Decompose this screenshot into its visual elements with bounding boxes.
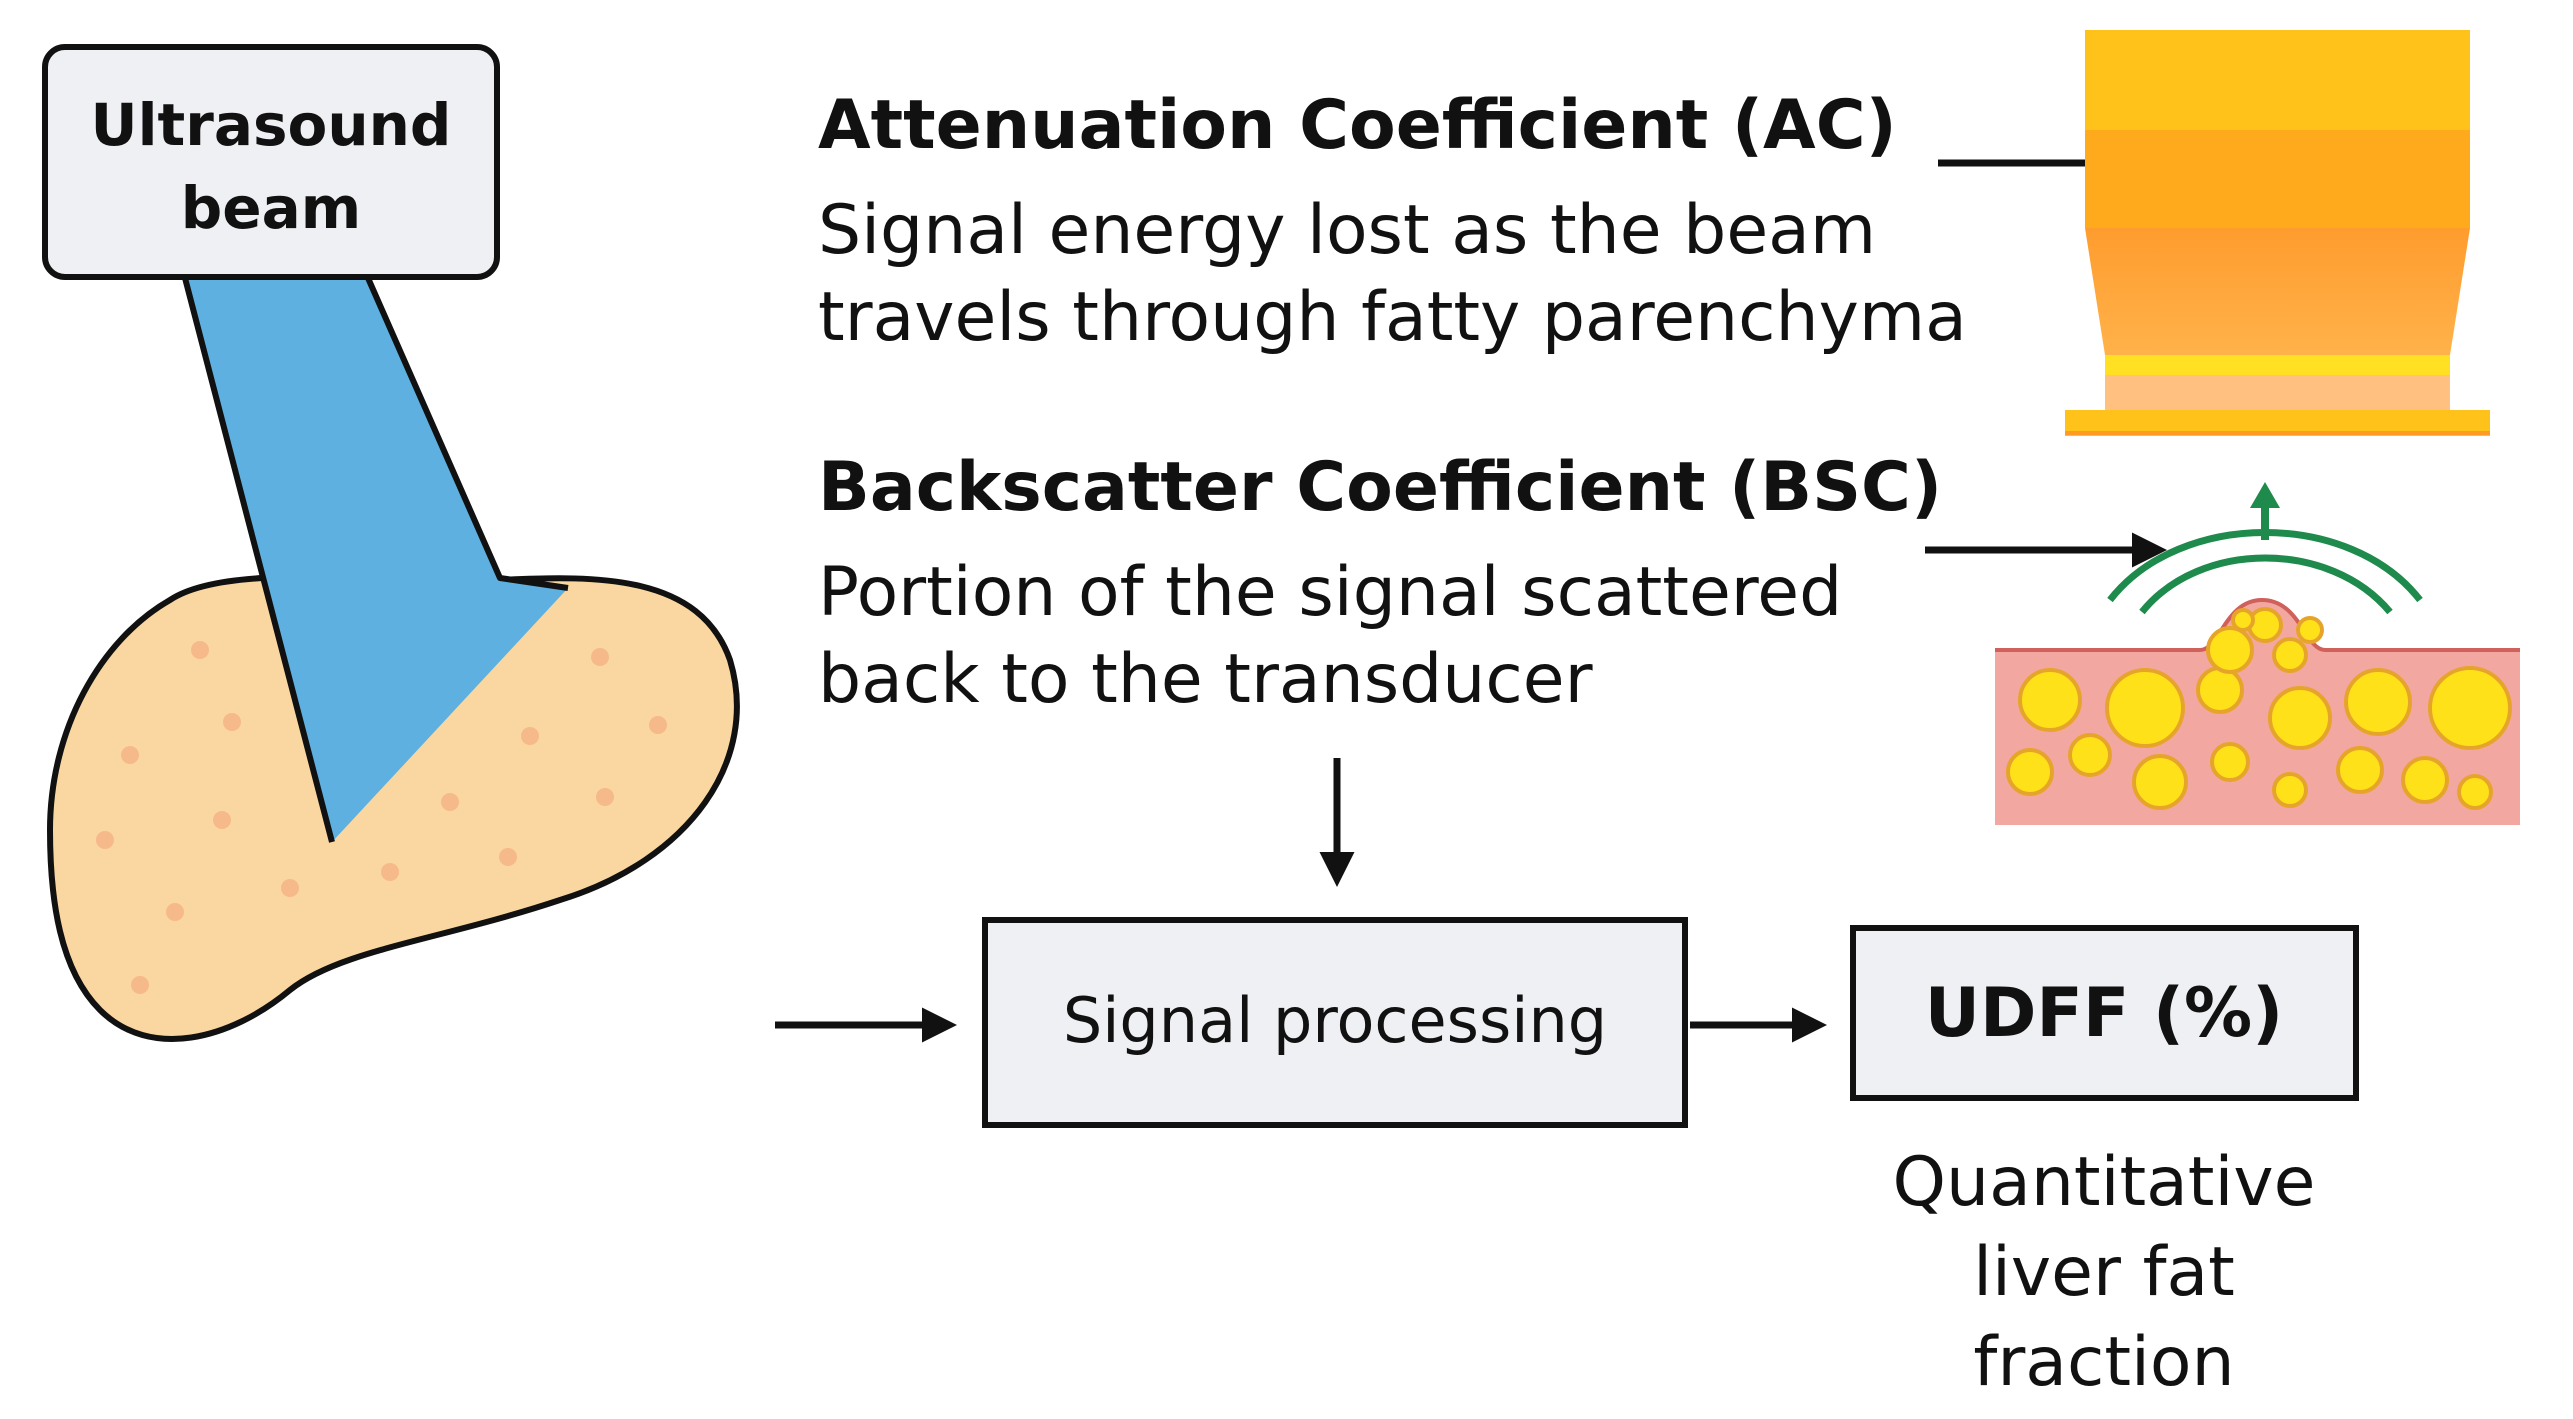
udff-caption-line1: Quantitative — [1893, 1143, 2316, 1222]
ultrasound-beam — [185, 278, 568, 842]
ac-description-line2: travels through fatty parenchyma — [818, 278, 1967, 357]
backscatter-tissue-icon — [1995, 482, 2520, 825]
signal-processing-label: Signal processing — [1063, 984, 1607, 1057]
liver-illustration — [46, 276, 740, 1042]
beam-label-line1: Ultrasound — [91, 91, 452, 159]
bsc-title: Backscatter Coefficient (BSC) — [818, 448, 1942, 527]
udff-box: UDFF (%) — [1850, 925, 2359, 1101]
ac-description-line1: Signal energy lost as the beam — [818, 191, 1876, 270]
liver-texture-dots — [96, 641, 667, 994]
beam-outline — [182, 276, 569, 843]
beam-label-line2: beam — [181, 174, 361, 242]
signal-processing-box: Signal processing — [982, 917, 1688, 1128]
ac-title: Attenuation Coefficient (AC) — [818, 86, 1897, 165]
ultrasound-beam-label: Ultrasound beam — [42, 44, 500, 280]
bsc-description-line1: Portion of the signal scattered — [818, 553, 1842, 632]
bsc-description-line2: back to the transducer — [818, 640, 1593, 719]
udff-caption-line2: liver fat — [1973, 1233, 2235, 1312]
udff-label: UDFF (%) — [1925, 974, 2284, 1053]
attenuation-slab-icon — [2065, 30, 2490, 436]
udff-caption-line3: fraction — [1973, 1323, 2234, 1402]
